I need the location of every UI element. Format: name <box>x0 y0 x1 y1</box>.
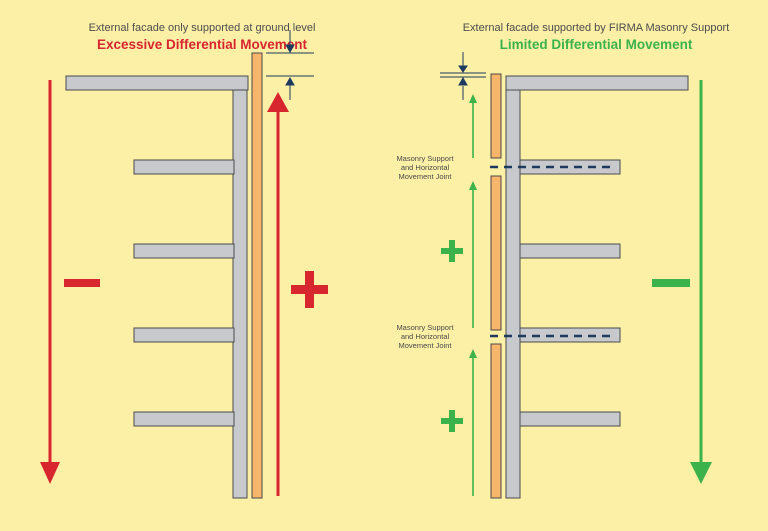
left-roof-slab <box>65 75 249 91</box>
left-column <box>232 89 248 499</box>
right-floor-slab <box>519 411 621 427</box>
left-floor-slab <box>133 159 235 175</box>
right-down-arrow <box>690 80 712 484</box>
right-minus-sign <box>652 279 690 287</box>
joint-note-upper: Masonry Support and Horizontal Movement … <box>385 154 465 181</box>
joint-note-line: and Horizontal <box>400 332 450 341</box>
left-plus-sign <box>291 271 328 308</box>
right-column <box>505 89 521 499</box>
left-building-frame <box>65 75 249 499</box>
right-up-arrow <box>469 94 477 158</box>
right-roof-slab <box>505 75 689 91</box>
joint-note-line: Movement Joint <box>398 172 452 181</box>
left-up-arrow <box>267 92 289 496</box>
right-up-arrow <box>469 181 477 328</box>
joint-note-line: Movement Joint <box>398 341 452 350</box>
left-down-arrow <box>40 80 60 484</box>
left-dimension-marker <box>266 30 314 100</box>
joint-note-line: Masonry Support <box>396 323 454 332</box>
facade-segment <box>490 175 502 331</box>
joint-note-lower: Masonry Support and Horizontal Movement … <box>385 323 465 350</box>
joint-note-line: and Horizontal <box>400 163 450 172</box>
facade-segment <box>490 343 502 499</box>
right-plus-sign <box>441 410 463 432</box>
left-heading: Excessive Differential Movement <box>96 37 308 52</box>
right-heading: Limited Differential Movement <box>499 37 693 52</box>
right-dimension-marker <box>440 52 486 100</box>
left-minus-sign <box>64 279 100 287</box>
masonry-support-joints <box>490 165 612 338</box>
right-plus-sign <box>441 240 463 262</box>
left-facade <box>251 52 263 499</box>
right-subtitle: External facade supported by FIRMA Mason… <box>462 22 730 34</box>
right-floor-slab <box>519 243 621 259</box>
left-floor-slab <box>133 411 235 427</box>
joint-note-line: Masonry Support <box>396 154 454 163</box>
facade-segment <box>490 73 502 159</box>
left-floor-slab <box>133 243 235 259</box>
left-floor-slab <box>133 327 235 343</box>
left-subtitle: External facade only supported at ground… <box>88 22 316 34</box>
right-up-arrow <box>469 349 477 496</box>
right-facade <box>490 73 502 499</box>
